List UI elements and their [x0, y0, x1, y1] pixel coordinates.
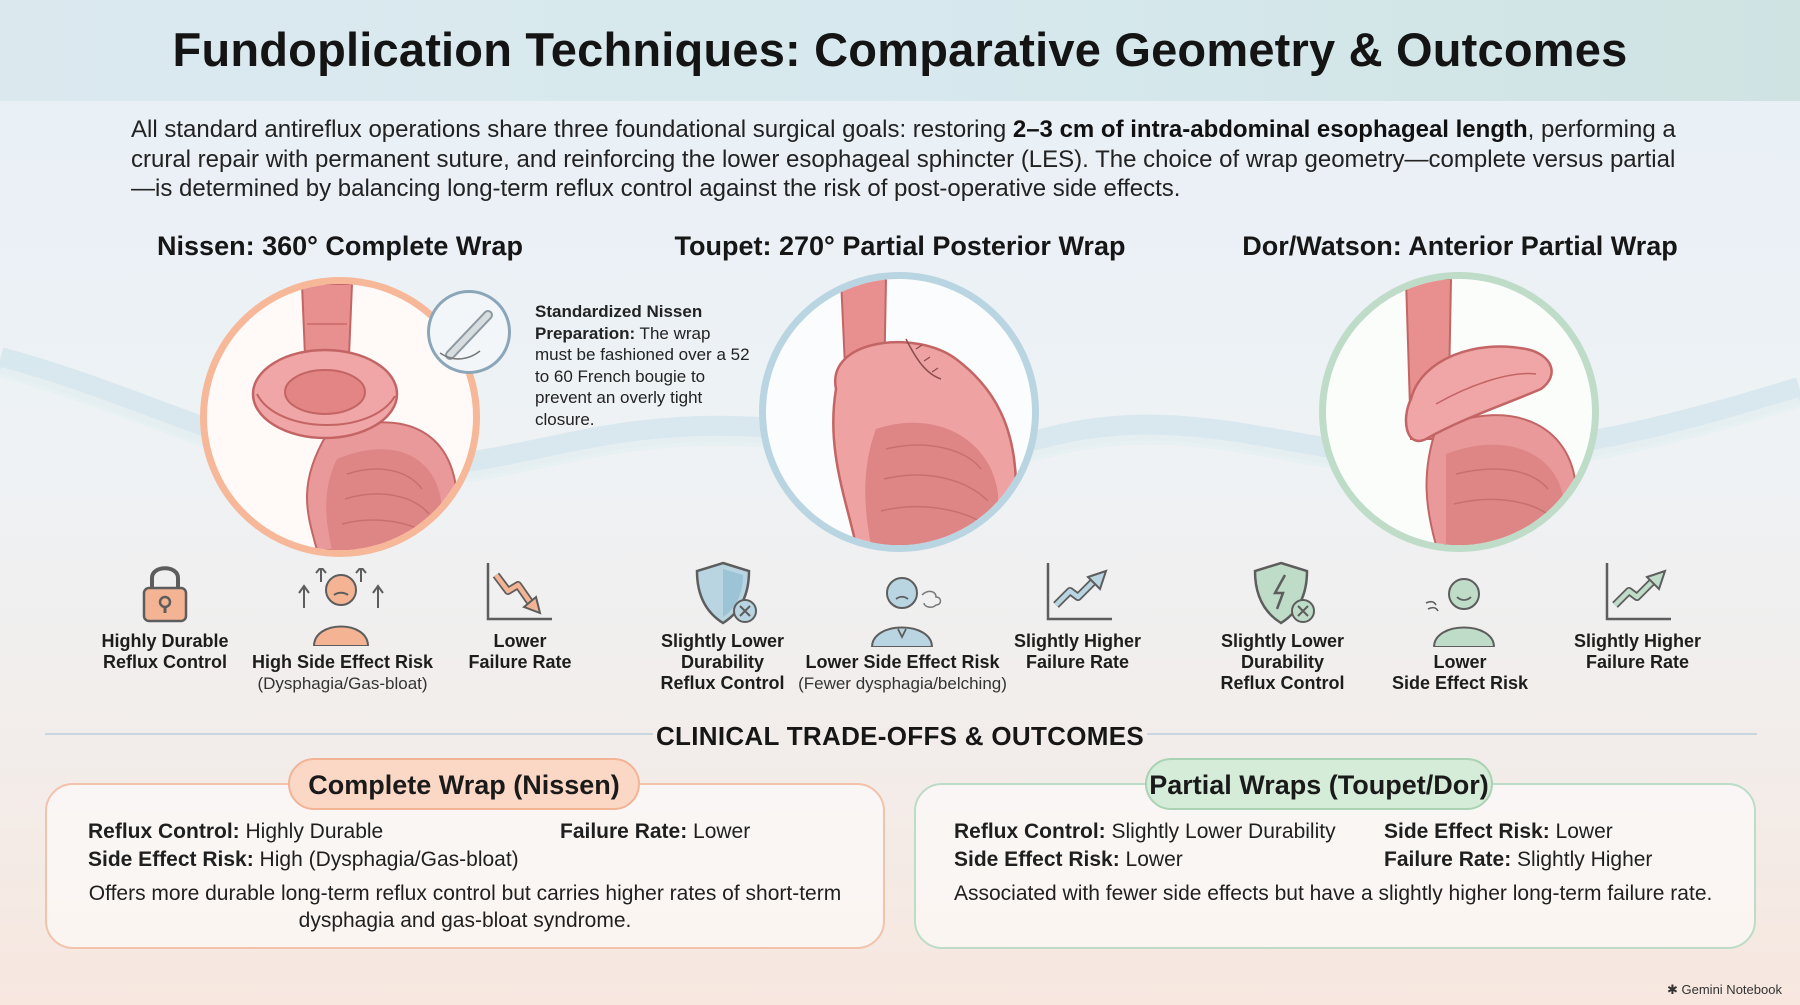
smiling-person-icon [1424, 575, 1502, 648]
kv-value: Lower [1549, 820, 1613, 843]
kv-value: Slightly Lower Durability [1105, 820, 1336, 843]
toupet-illustration [759, 272, 1039, 552]
toupet-title: Toupet: 270° Partial Posterior Wrap [674, 231, 1126, 261]
partial-side-effect-risk: Side Effect Risk: Lower [954, 848, 1183, 872]
toupet-metric-failure: Slightly Higher Failure Rate [995, 631, 1160, 673]
nissen-illustration [200, 277, 480, 557]
shield-x-icon [693, 561, 759, 625]
toupet-metric-side-effect: Lower Side Effect Risk (Fewer dysphagia/… [790, 652, 1015, 694]
dor-metric-failure: Slightly Higher Failure Rate [1555, 631, 1720, 673]
kv-key: Side Effect Risk: [954, 848, 1120, 871]
footer-credit: ✱ Gemini Notebook [1667, 982, 1782, 998]
section-heading: CLINICAL TRADE-OFFS & OUTCOMES [655, 721, 1145, 751]
dor-metric-side-effect: Lower Side Effect Risk [1370, 652, 1550, 694]
metric-label: Slightly Lower Durability Reflux Control [1220, 631, 1345, 693]
metric-label: Slightly Higher Failure Rate [1573, 631, 1701, 672]
kv-value: Highly Durable [239, 820, 384, 843]
sparkle-icon: ✱ [1667, 982, 1682, 997]
partial-failure-rate: Failure Rate: Slightly Higher [1384, 848, 1652, 872]
kv-key: Reflux Control: [88, 820, 240, 843]
nissen-preparation-note: Standardized Nissen Preparation: The wra… [535, 301, 750, 430]
kv-key: Failure Rate: [1384, 848, 1512, 871]
padlock-icon [140, 561, 190, 623]
metric-label: Lower Side Effect Risk [1391, 652, 1529, 693]
metric-sub: (Fewer dysphagia/belching) [798, 674, 1007, 693]
kv-key: Side Effect Risk: [88, 848, 254, 871]
partial-side-effect-risk-right: Side Effect Risk: Lower [1384, 820, 1613, 844]
shield-bolt-x-icon [1251, 561, 1317, 625]
metric-label: Slightly Higher Failure Rate [1013, 631, 1141, 672]
kv-value: Lower [1119, 848, 1183, 871]
divider-left [45, 733, 653, 735]
complete-failure-rate: Failure Rate: Lower [560, 820, 750, 844]
partial-wrap-pill: Partial Wraps (Toupet/Dor) [1145, 758, 1493, 810]
kv-key: Reflux Control: [954, 820, 1106, 843]
metric-sub: (Dysphagia/Gas-bloat) [257, 674, 428, 693]
divider-right [1147, 733, 1757, 735]
footer-text: Gemini Notebook [1681, 982, 1782, 997]
nissen-title: Nissen: 360° Complete Wrap [157, 231, 523, 261]
dor-title: Dor/Watson: Anterior Partial Wrap [1242, 231, 1678, 261]
trend-up-icon [1603, 561, 1673, 623]
complete-reflux-control: Reflux Control: Highly Durable [88, 820, 383, 844]
kv-value: Lower [687, 820, 751, 843]
complete-wrap-pill: Complete Wrap (Nissen) [288, 758, 640, 810]
toupet-metric-durability: Slightly Lower Durability Reflux Control [625, 631, 820, 694]
partial-reflux-control: Reflux Control: Slightly Lower Durabilit… [954, 820, 1336, 844]
intro-paragraph: All standard antireflux operations share… [131, 115, 1691, 204]
bougie-inset [427, 290, 511, 374]
intro-text-bold: 2–3 cm of intra-abdominal esophageal len… [1012, 116, 1528, 143]
trend-down-icon [484, 561, 554, 623]
partial-summary: Associated with fewer side effects but h… [954, 882, 1713, 905]
trend-up-icon [1044, 561, 1114, 623]
metric-label: Slightly Lower Durability Reflux Control [660, 631, 785, 693]
metric-label: High Side Effect Risk [251, 652, 434, 672]
person-belching-icon [866, 573, 946, 648]
title-banner [0, 0, 1800, 101]
complete-summary: Offers more durable long-term reflux con… [88, 882, 842, 932]
metric-label: Lower Failure Rate [468, 631, 572, 672]
kv-key: Failure Rate: [560, 820, 688, 843]
metric-label: Lower Side Effect Risk [805, 652, 1000, 672]
complete-side-effect-risk: Side Effect Risk: High (Dysphagia/Gas-bl… [88, 848, 519, 872]
complete-wrap-panel [45, 783, 885, 949]
dor-illustration [1319, 272, 1599, 552]
nissen-metric-side-effect: High Side Effect Risk (Dysphagia/Gas-blo… [245, 652, 440, 694]
dor-metric-durability: Slightly Lower Durability Reflux Control [1185, 631, 1380, 694]
nissen-metric-failure: Lower Failure Rate [435, 631, 605, 673]
distressed-person-icon [296, 565, 386, 647]
page-title: Fundoplication Techniques: Comparative G… [172, 23, 1628, 76]
kv-key: Side Effect Risk: [1384, 820, 1550, 843]
intro-text-1: All standard antireflux operations share… [131, 116, 1013, 143]
nissen-metric-durability: Highly Durable Reflux Control [65, 631, 265, 673]
partial-wrap-panel [914, 783, 1756, 949]
note-text: The wrap must be fashioned over a 52 to … [535, 323, 750, 429]
kv-value: High (Dysphagia/Gas-bloat) [253, 848, 519, 871]
metric-label: Highly Durable Reflux Control [101, 631, 229, 672]
intro-text-2: , performing a crural repair with perman… [131, 116, 1676, 202]
kv-value: Slightly Higher [1511, 848, 1653, 871]
note-bold: Standardized Nissen Preparation: [535, 302, 703, 343]
